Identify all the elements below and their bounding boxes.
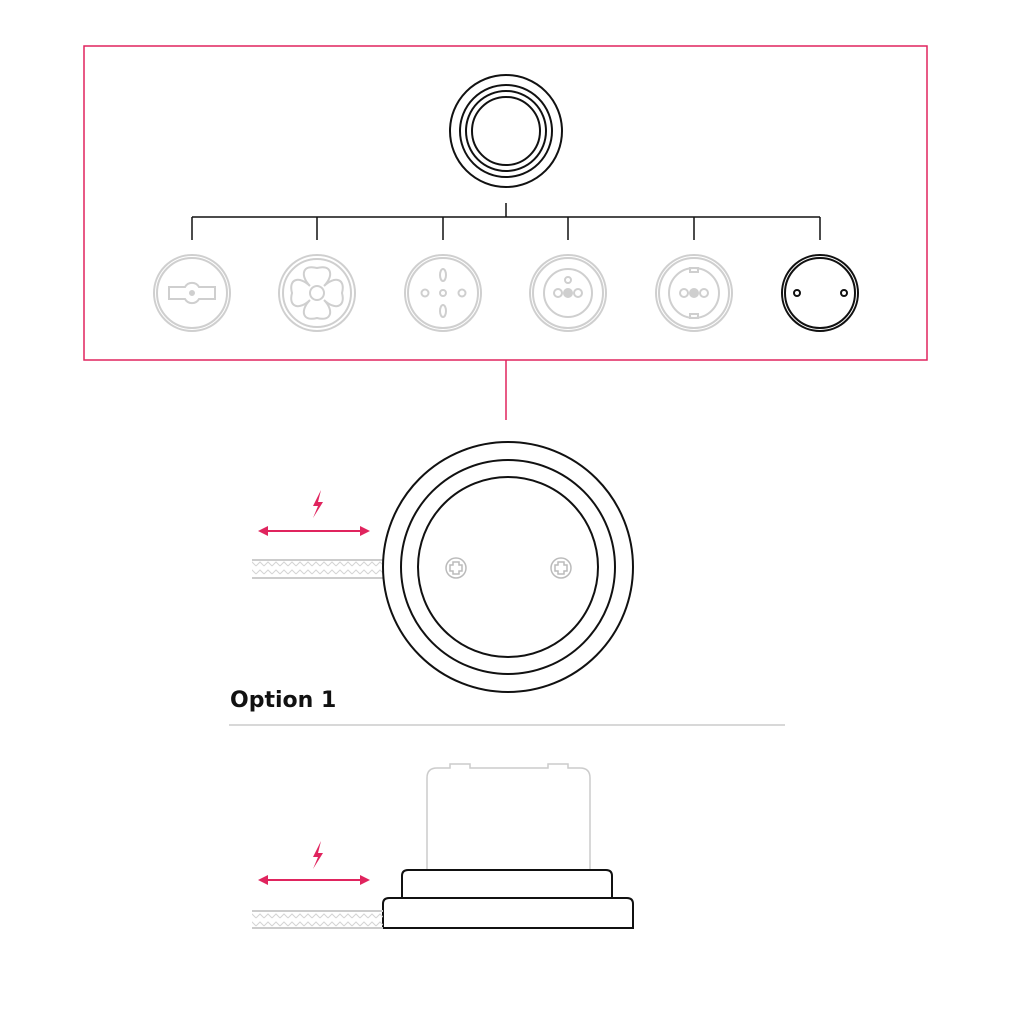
lightning-icon-top [313, 490, 323, 518]
variant-flower-switch-icon[interactable] [278, 254, 356, 332]
base-side-view [382, 869, 634, 929]
base-frame-icon [449, 74, 563, 188]
variant-french-socket-icon[interactable] [529, 254, 607, 332]
blank-cover-top-view [382, 441, 634, 693]
variant-tree [191, 203, 821, 240]
variant-schuko-socket-icon[interactable] [655, 254, 733, 332]
option-label: Option 1 [230, 688, 337, 713]
insert-side-view [426, 763, 591, 870]
variant-rotary-switch-icon[interactable] [153, 254, 231, 332]
variant-round-socket-icon[interactable] [404, 254, 482, 332]
cable-top-view [252, 559, 384, 579]
cable-side-view [252, 910, 383, 929]
lightning-icon-side [313, 841, 323, 869]
variant-blank-cover-icon-selected[interactable] [781, 254, 859, 332]
screw-icon-right [550, 557, 572, 579]
screw-icon-left [445, 557, 467, 579]
